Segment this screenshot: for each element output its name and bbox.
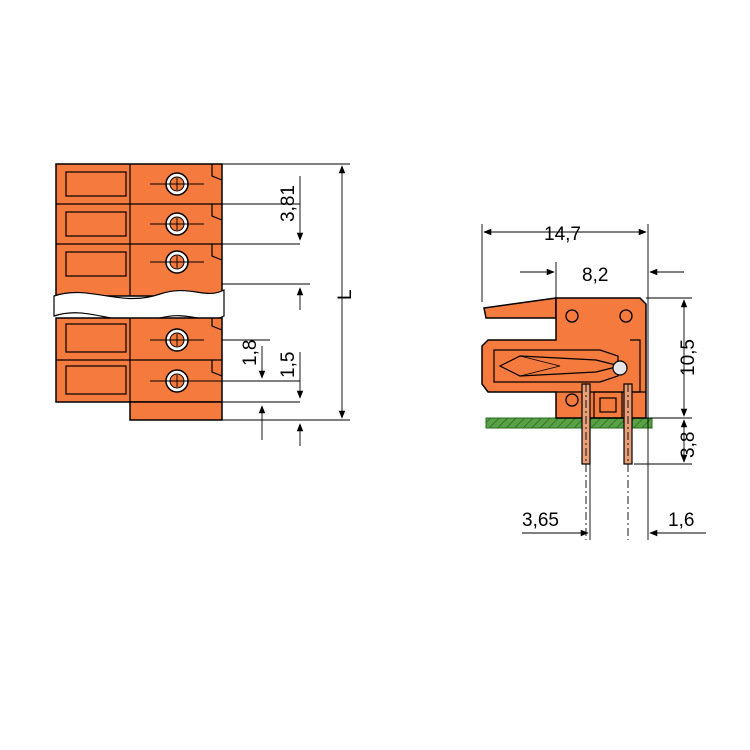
solder-pins	[581, 383, 633, 540]
dim-total-length: L	[335, 289, 356, 300]
side-view: 14,7 8,2 10,5 3,8 3,65 1,6	[481, 224, 706, 540]
contact-opening	[150, 212, 204, 236]
contact-openings	[150, 172, 300, 393]
dim-pin-to-front: 3,65	[522, 510, 559, 531]
contact-opening	[150, 172, 204, 196]
housing-lower	[55, 317, 223, 421]
front-view: 3,81 L 1,8 1,5	[53, 163, 356, 446]
dim-width: 14,7	[544, 224, 581, 245]
dim-pin-to-back: 1,6	[668, 510, 694, 531]
contact-opening	[150, 250, 204, 274]
housing-upper	[55, 163, 223, 297]
dim-edge-offset: 1,5	[278, 352, 299, 378]
dim-pin-offset: 1,8	[240, 340, 261, 366]
side-extension-lines	[481, 224, 692, 540]
contact-opening	[150, 328, 204, 352]
dim-pin-length: 3,8	[678, 432, 699, 458]
dim-depth: 8,2	[582, 265, 608, 286]
side-dimension-arrows	[483, 228, 706, 537]
front-dimension-labels: 3,81 L 1,8 1,5	[240, 185, 356, 378]
front-extension-lines	[222, 163, 350, 421]
side-dimension-labels: 14,7 8,2 10,5 3,8 3,65 1,6	[522, 224, 699, 531]
dim-pitch: 3,81	[278, 185, 299, 222]
housing-side	[481, 297, 647, 419]
dim-height: 10,5	[678, 339, 699, 376]
contact-opening	[150, 369, 300, 393]
front-dimension-arrows	[258, 165, 346, 446]
